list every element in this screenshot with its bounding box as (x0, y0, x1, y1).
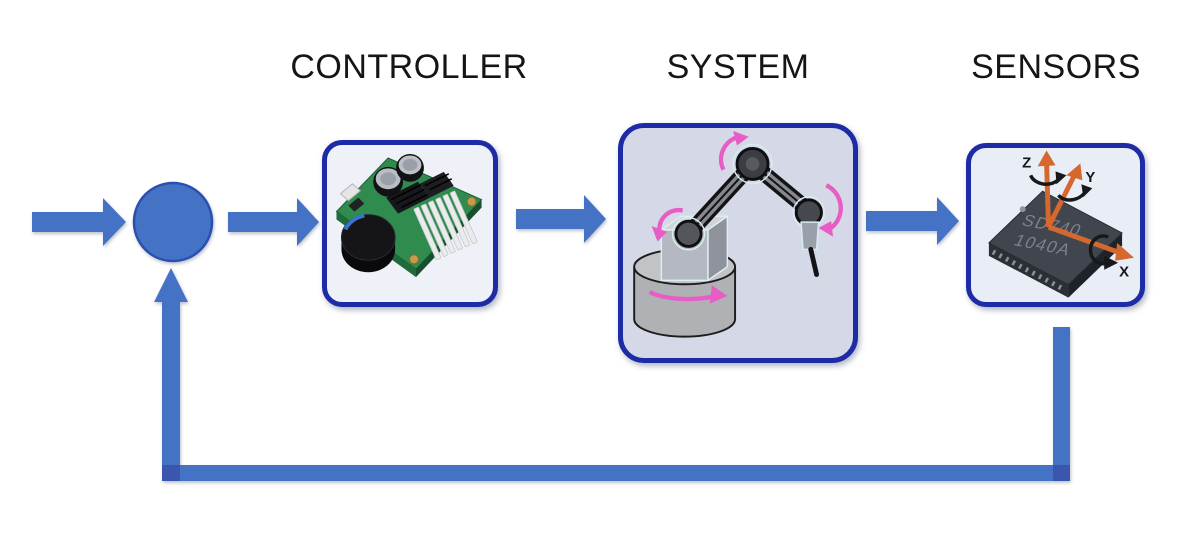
feedback-arrow (154, 268, 1070, 481)
z-rotation-arrow (1029, 171, 1067, 186)
robot-elbow-joint (732, 143, 773, 185)
x-axis-label: X (1119, 265, 1129, 281)
controller-label: CONTROLLER (290, 48, 528, 86)
motor-controller-pcb-image (335, 153, 482, 277)
summing-junction (132, 181, 214, 263)
pcb-small-part (347, 197, 364, 212)
system-to-sensors-arrow (866, 197, 959, 245)
x-rotation-arrow (1088, 234, 1119, 270)
feedback-corner-left (162, 465, 180, 481)
x-axis-arrow (1047, 224, 1135, 261)
imu-chip-image: SD740 1040A (988, 150, 1135, 298)
controller-box (322, 140, 498, 307)
sensors-label: SENSORS (971, 48, 1141, 86)
rotation-arrow-elbow (718, 130, 749, 171)
pcb-heatsink-black (385, 171, 454, 214)
pcb-connector (339, 182, 361, 201)
input-arrow (32, 198, 126, 246)
y-axis-label: Y (1085, 170, 1095, 186)
pcb-heatsink-white (413, 190, 477, 260)
rotation-arrow-base (648, 285, 728, 304)
robot-arm-image (633, 130, 843, 338)
system-box (618, 123, 858, 363)
pcb-knob (340, 213, 396, 272)
system-label: SYSTEM (666, 48, 810, 86)
robot-shoulder-joint (671, 217, 706, 251)
pcb-capacitors (372, 153, 424, 197)
rotation-arrow-wrist (818, 183, 843, 237)
z-axis-arrow (1037, 150, 1056, 228)
rotation-arrow-shoulder (651, 207, 684, 242)
robot-end-effector (800, 221, 820, 277)
y-rotation-arrow (1057, 184, 1093, 202)
feedback-corner-right (1053, 465, 1070, 481)
sensors-box: SD740 1040A (966, 143, 1145, 307)
controller-to-system-arrow (516, 195, 606, 243)
summing-to-controller-arrow (228, 198, 319, 246)
z-axis-label: Z (1022, 155, 1031, 171)
